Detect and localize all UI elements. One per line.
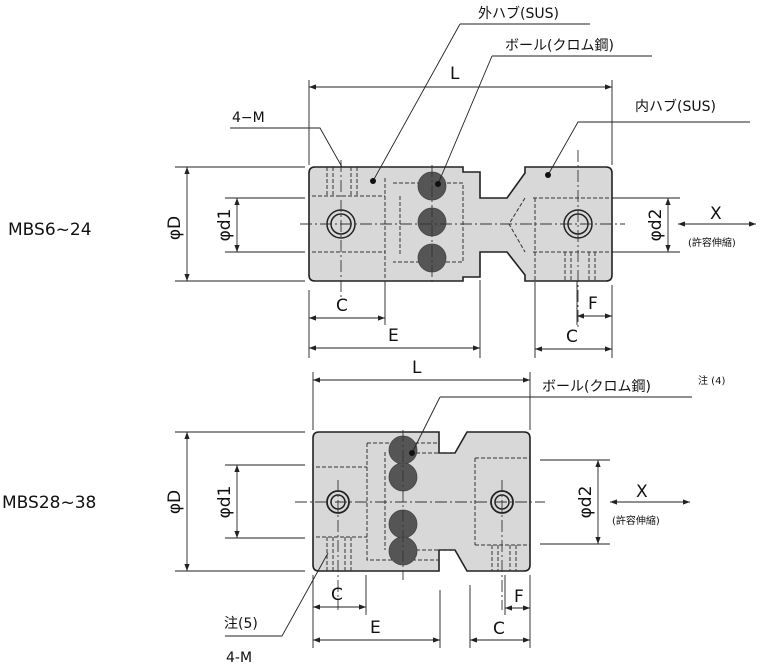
inner-hub-label: 内ハブ(SUS) [635,98,716,115]
dim-D: φD [165,490,185,514]
dim-E: E [370,618,381,638]
note-4: 注 (4) [698,374,725,387]
dim-E: E [388,326,399,346]
dim-C2: C [566,327,578,347]
bottom-view-mbs28-38: MBS28~38 ボール(クロム鋼) 注 (4) 注(5) 4-M L φD φ… [2,358,725,666]
dim-d1: φd1 [215,209,235,242]
dim-X: X [636,482,648,502]
dim-d2: φd2 [576,486,596,519]
ball-label: ボール(クロム鋼) [505,38,614,54]
x-note: (許容伸縮) [612,514,660,527]
tap-label: 4-M [226,650,252,666]
dim-D: φD [165,216,185,240]
ball-label: ボール(クロム鋼) [542,379,651,395]
dim-L: L [412,358,422,378]
note-5: 注(5) [224,616,258,632]
dim-L: L [450,64,460,84]
dim-d2: φd2 [646,209,666,242]
top-view-mbs6-24: MBS6~24 外ハブ(SUS) ボール(クロム鋼) 内ハブ(SUS) 4−M … [8,5,756,358]
dim-C: C [331,585,343,605]
dim-X: X [710,204,722,224]
dim-C2: C [493,619,505,639]
dim-F: F [514,587,524,607]
outer-hub-label: 外ハブ(SUS) [478,5,559,22]
dim-d1: φd1 [215,486,235,519]
dim-C: C [336,296,348,316]
model-label-bottom: MBS28~38 [2,493,96,513]
dim-F: F [588,294,598,314]
x-note: (許容伸縮) [688,236,736,249]
tap-label: 4−M [232,110,265,126]
model-label-top: MBS6~24 [8,220,92,240]
